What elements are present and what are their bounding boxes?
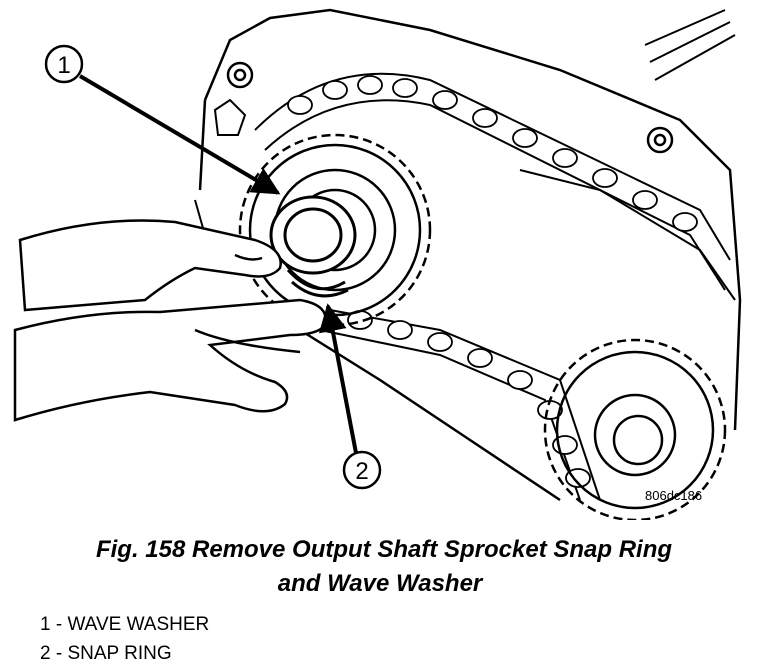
chain-links <box>287 75 698 488</box>
legend-item-snap-ring: 2 - SNAP RING <box>40 643 172 664</box>
technician-hands <box>13 219 327 422</box>
callout-leaders <box>78 74 358 454</box>
legend-item-wave-washer: 1 - WAVE WASHER <box>40 614 210 635</box>
figure-caption-line-1: Fig. 158 Remove Output Shaft Sprocket Sn… <box>95 536 673 563</box>
figure-code: 806dc186 <box>645 488 703 503</box>
front-sprocket <box>543 338 727 520</box>
wave-washer <box>269 195 357 275</box>
technical-illustration: 1 2 <box>13 8 742 520</box>
callout-2: 2 <box>342 450 382 490</box>
callout-1-number: 1 <box>57 52 70 79</box>
figure-caption-line-2: and Wave Washer <box>277 570 483 597</box>
snap-ring <box>286 268 349 298</box>
callout-2-number: 2 <box>355 458 368 485</box>
drive-chain <box>254 72 731 501</box>
callout-1: 1 <box>44 44 84 84</box>
